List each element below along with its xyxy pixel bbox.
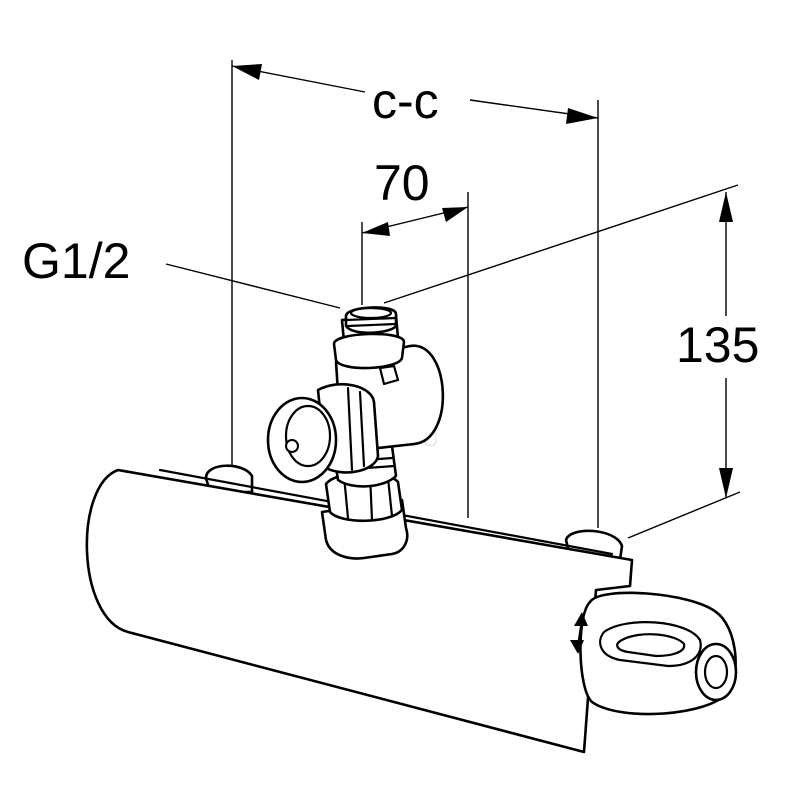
rotation-arrow-down-icon — [570, 640, 584, 654]
g12-leader — [165, 263, 341, 309]
rotation-arrow-up-icon — [574, 612, 588, 626]
check-valve-rings — [346, 386, 366, 472]
valve-body — [85, 464, 738, 754]
arrow-70-right — [442, 207, 468, 222]
arrow-135-bottom — [719, 468, 733, 498]
knob-grip-inner — [616, 633, 686, 658]
cc-arrow-right — [566, 108, 598, 124]
cc-arrow-left — [232, 64, 262, 80]
label-inlet-spacing: 70 — [374, 155, 430, 211]
ext-135-bottom — [627, 491, 741, 539]
knob-cap — [694, 642, 738, 702]
dimension-lines — [165, 60, 741, 539]
nipple-opening — [349, 306, 393, 320]
label-height: 135 — [676, 317, 759, 373]
label-center-distance: c-c — [372, 73, 439, 129]
label-thread: G1/2 — [22, 233, 130, 289]
check-valve-cap-ring — [284, 404, 332, 468]
check-valve-screw-icon — [285, 439, 299, 453]
knob-grip-slot — [599, 621, 702, 668]
check-valve-cap — [266, 396, 338, 484]
inlet-fitting — [266, 306, 445, 560]
nipple-collar — [332, 332, 406, 370]
arrow-135-top — [719, 192, 733, 222]
main-cylinder — [85, 468, 634, 754]
knob-cap-inner — [703, 654, 729, 690]
arrow-70-left — [362, 222, 390, 236]
ext-135-top — [383, 184, 739, 304]
